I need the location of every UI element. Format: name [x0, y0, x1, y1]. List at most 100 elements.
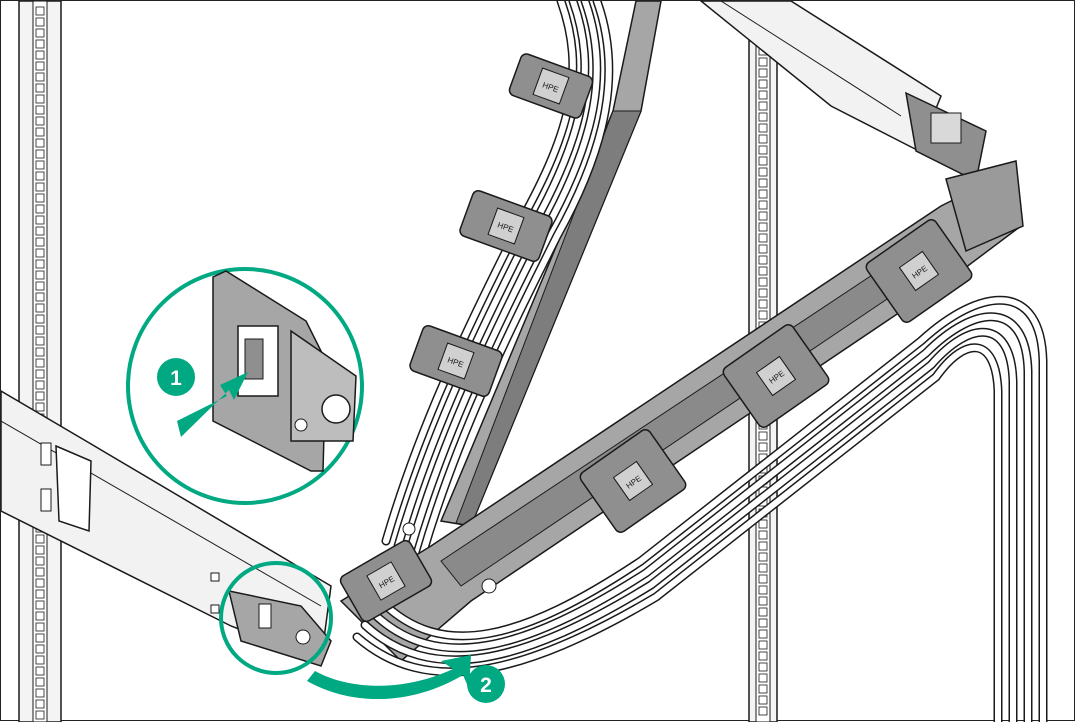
rack-hole [758, 189, 768, 199]
rack-hole [758, 530, 768, 540]
rack-hole [35, 105, 45, 115]
rack-hole [758, 662, 768, 672]
rack-hole [35, 292, 45, 302]
rack-hole [758, 299, 768, 309]
rack-hole [35, 127, 45, 137]
rack-hole [758, 90, 768, 100]
rack-hole [758, 618, 768, 628]
release-tab-detail [212, 270, 357, 472]
rack-hole [35, 600, 45, 610]
rack-hole [758, 178, 768, 188]
step-number-1: 1 [170, 367, 182, 390]
cma-bracket-small [227, 590, 332, 667]
rack-hole [35, 39, 45, 49]
rack-hole [758, 266, 768, 276]
cable-clip-7: HPE [865, 219, 973, 323]
rack-hole [35, 633, 45, 643]
rack-hole [758, 442, 768, 452]
rack-hole [35, 50, 45, 60]
cable-clip-1: HPE [508, 53, 594, 119]
rack-hole [35, 215, 45, 225]
rack-hole [758, 431, 768, 441]
rack-hole [35, 358, 45, 368]
rack-hole [35, 380, 45, 390]
rack-hole [35, 534, 45, 544]
rack-hole [35, 270, 45, 280]
push-arrow-icon [177, 372, 248, 437]
rack-hole [758, 134, 768, 144]
rack-hole [35, 369, 45, 379]
rack-hole [35, 28, 45, 38]
rack-hole [35, 622, 45, 632]
rail-left [1, 390, 332, 663]
rack-hole [758, 211, 768, 221]
cable-clip-3: HPE [409, 325, 503, 397]
rack-hole [758, 68, 768, 78]
rack-hole [35, 699, 45, 709]
cable-clip-6: HPE [722, 324, 830, 428]
cable-clip-2: HPE [459, 190, 553, 262]
rotate-arrow-icon [307, 655, 471, 700]
rack-hole [758, 255, 768, 265]
step-badge-1: 1 [157, 358, 195, 396]
rack-hole [758, 200, 768, 210]
rack-hole [35, 138, 45, 148]
rack-hole [35, 116, 45, 126]
rack-hole [35, 589, 45, 599]
rack-hole [758, 640, 768, 650]
rack-hole [758, 123, 768, 133]
rack-hole [35, 17, 45, 27]
detail-callout-small [219, 561, 333, 675]
rack-hole [758, 222, 768, 232]
rack-hole [758, 244, 768, 254]
rack-hole [758, 552, 768, 562]
rack-hole [35, 303, 45, 313]
rack-post-holes-left [35, 6, 45, 720]
rack-hole [758, 233, 768, 243]
cable-bundle-lower [352, 295, 1048, 722]
rack-hole [35, 248, 45, 258]
rack-hole [758, 101, 768, 111]
detail-callout-large [126, 267, 364, 505]
rack-hole [35, 567, 45, 577]
rail-top-right [699, 1, 987, 183]
rack-hole [35, 237, 45, 247]
cable-clip-5: HPE [579, 429, 687, 533]
rack-hole [35, 281, 45, 291]
rack-hole [758, 684, 768, 694]
rack-hole [35, 655, 45, 665]
rack-hole [758, 574, 768, 584]
rack-hole [35, 391, 45, 401]
rack-hole [35, 688, 45, 698]
rack-hole [35, 83, 45, 93]
rack-hole [35, 314, 45, 324]
rack-hole [35, 171, 45, 181]
rack-hole [758, 57, 768, 67]
rack-hole [35, 193, 45, 203]
cable-clip-4: HPE [339, 539, 433, 623]
rack-hole [35, 160, 45, 170]
rack-hole [35, 149, 45, 159]
rack-hole [758, 695, 768, 705]
rack-hole [758, 310, 768, 320]
rack-hole [35, 402, 45, 412]
rack-hole [35, 710, 45, 720]
step-badge-2: 2 [467, 665, 505, 703]
rack-hole [758, 541, 768, 551]
rack-hole [35, 611, 45, 621]
rack-hole [35, 325, 45, 335]
rack-hole [35, 204, 45, 214]
rack-hole [35, 677, 45, 687]
rack-hole [758, 167, 768, 177]
rack-hole [758, 112, 768, 122]
rack-hole [35, 94, 45, 104]
rack-hole [758, 596, 768, 606]
rack-hole [35, 336, 45, 346]
rack-hole [758, 79, 768, 89]
rack-hole [35, 545, 45, 555]
rack-hole [758, 519, 768, 529]
rack-hole [35, 259, 45, 269]
rack-hole [35, 644, 45, 654]
rack-hole [758, 629, 768, 639]
